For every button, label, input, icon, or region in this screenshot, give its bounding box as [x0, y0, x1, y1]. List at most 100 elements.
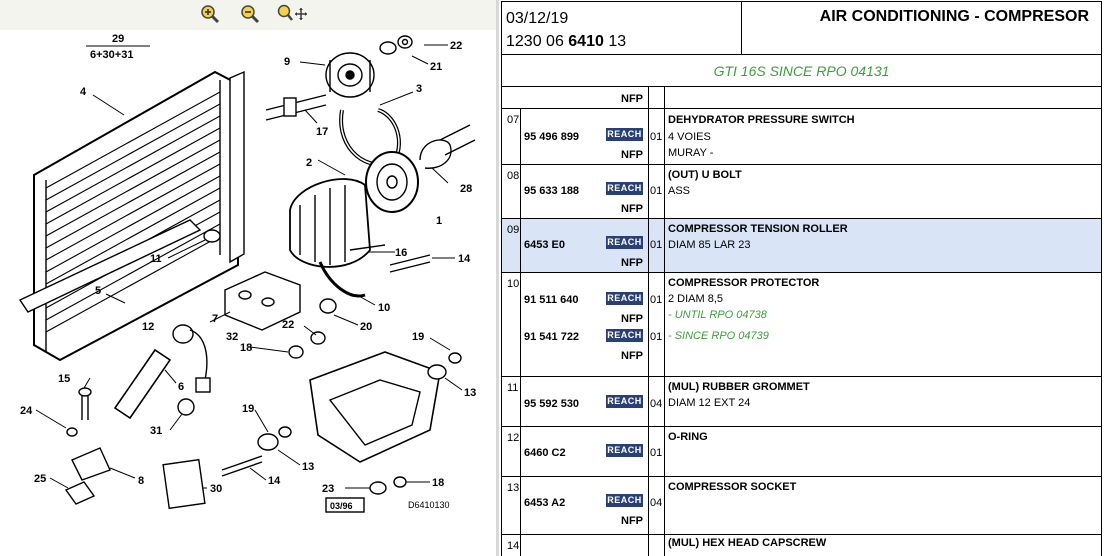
quantity: 01 — [650, 131, 663, 143]
table-row[interactable]: 10 91 511 640 REACH 01 NFP 91 541 722 RE… — [501, 273, 1102, 377]
quantity: 01 — [650, 447, 663, 459]
parts-list-panel: 03/12/19 1230 06 6410 13 AIR CONDITIONIN… — [499, 0, 1104, 556]
part-description: (MUL) RUBBER GROMMET — [668, 381, 810, 393]
diagram-label: 22 — [282, 319, 294, 331]
part-description: (MUL) HEX HEAD CAPSCREW — [668, 537, 827, 549]
nfp-flag: NFP — [621, 93, 643, 105]
page-title: AIR CONDITIONING - COMPRESOR — [819, 8, 1089, 25]
nfp-flag: NFP — [621, 515, 643, 527]
part-description: DEHYDRATOR PRESSURE SWITCH — [668, 114, 855, 126]
part-note-until: - UNTIL RPO 04738 — [668, 309, 767, 321]
diagram-label: 13 — [302, 461, 314, 473]
part-description: COMPRESSOR SOCKET — [668, 481, 797, 493]
diagram-stamp: 03/96 — [330, 501, 353, 511]
table-row[interactable]: 12 6460 C2 REACH 01 O-RING — [501, 427, 1102, 477]
row-index: 10 — [507, 278, 520, 290]
diagram-label: 9 — [284, 56, 290, 68]
diagram-label: 7 — [212, 313, 218, 325]
part-reference[interactable]: 95 633 188 — [524, 185, 580, 197]
table-row[interactable]: 14 (MUL) HEX HEAD CAPSCREW — [501, 535, 1102, 556]
row-index: 07 — [507, 114, 520, 126]
quantity: 01 — [650, 331, 663, 343]
reach-badge[interactable]: REACH — [606, 494, 643, 507]
header-date: 03/12/19 — [506, 10, 569, 27]
panel-divider[interactable] — [496, 0, 499, 556]
part-reference[interactable]: 6453 E0 — [524, 239, 565, 251]
zoom-in-button[interactable] — [199, 3, 221, 25]
reach-badge[interactable]: REACH — [606, 182, 643, 195]
part-detail: MURAY - — [668, 147, 714, 159]
quantity: 04 — [650, 398, 663, 410]
parts-header: 03/12/19 1230 06 6410 13 AIR CONDITIONIN… — [501, 1, 1102, 55]
diagram-label: 4 — [80, 86, 87, 98]
quantity: 04 — [650, 497, 663, 509]
row-index: 12 — [507, 432, 520, 444]
nfp-flag: NFP — [621, 203, 643, 215]
part-reference[interactable]: 91 541 722 — [524, 331, 580, 343]
nfp-flag: NFP — [621, 313, 643, 325]
zoom-out-button[interactable] — [239, 3, 261, 25]
header-code-bold: 6410 — [568, 33, 604, 50]
header-info: 03/12/19 1230 06 6410 13 — [502, 2, 742, 54]
diagram-label: 21 — [430, 61, 442, 73]
part-reference[interactable]: 95 496 899 — [524, 131, 580, 143]
diagram-label: 15 — [58, 373, 70, 385]
zoom-in-icon — [201, 5, 220, 24]
exploded-parts-diagram: 29 6+30+31 4 9 22 21 3 17 2 28 1 11 16 1… — [18, 33, 476, 513]
diagram-label: 31 — [150, 425, 162, 437]
diagram-label: 14 — [458, 253, 471, 265]
diagram-label: 14 — [268, 475, 281, 487]
diagram-id: D6410130 — [408, 500, 450, 510]
diagram-label: 23 — [322, 483, 334, 495]
reach-badge[interactable]: REACH — [606, 128, 643, 141]
part-detail: ASS — [668, 185, 691, 197]
table-row-top-nfp: NFP — [501, 87, 1102, 109]
part-detail: 4 VOIES — [668, 131, 711, 143]
part-description: COMPRESSOR PROTECTOR — [668, 277, 820, 289]
row-index: 13 — [507, 482, 520, 494]
diagram-label: 28 — [460, 183, 472, 195]
part-reference[interactable]: 6453 A2 — [524, 497, 566, 509]
diagram-ref-top: 29 — [112, 33, 124, 45]
diagram-label: 1 — [436, 215, 442, 227]
diagram-label: 24 — [20, 405, 33, 417]
row-index: 14 — [507, 540, 520, 552]
table-row[interactable]: 07 95 496 899 REACH 01 NFP DEHYDRATOR PR… — [501, 109, 1102, 165]
header-code-suffix: 13 — [603, 33, 627, 50]
nfp-flag: NFP — [621, 257, 643, 269]
part-detail: 2 DIAM 8,5 — [668, 293, 724, 305]
table-row-selected[interactable]: 09 6453 E0 REACH 01 NFP COMPRESSOR TENSI… — [501, 219, 1102, 273]
quantity: 01 — [650, 185, 663, 197]
part-reference[interactable]: 6460 C2 — [524, 447, 566, 459]
diagram-label: 10 — [378, 302, 390, 314]
part-note-since: - SINCE RPO 04739 — [668, 330, 769, 342]
diagram-label: 12 — [142, 321, 154, 333]
reach-badge[interactable]: REACH — [606, 395, 643, 408]
reach-badge[interactable]: REACH — [606, 292, 643, 305]
reach-badge[interactable]: REACH — [606, 236, 643, 249]
zoom-pan-icon — [277, 4, 307, 21]
table-row[interactable]: 13 6453 A2 REACH 04 NFP COMPRESSOR SOCKE… — [501, 477, 1102, 535]
part-description: (OUT) U BOLT — [668, 169, 742, 181]
part-detail: DIAM 85 LAR 23 — [668, 239, 751, 251]
diagram-label: 2 — [306, 157, 312, 169]
part-reference[interactable]: 91 511 640 — [524, 294, 579, 306]
diagram-label: 5 — [95, 285, 101, 297]
zoom-toolbar — [0, 0, 496, 30]
table-row[interactable]: 11 95 592 530 REACH 04 (MUL) RUBBER GROM… — [501, 377, 1102, 427]
part-reference[interactable]: 95 592 530 — [524, 398, 580, 410]
header-code-prefix: 1230 06 — [506, 33, 569, 50]
diagram-label: 13 — [464, 387, 476, 399]
table-row[interactable]: 08 95 633 188 REACH 01 NFP (OUT) U BOLT … — [501, 165, 1102, 219]
zoom-pan-button[interactable] — [276, 3, 308, 25]
quantity: 01 — [650, 294, 663, 306]
diagram-label: 30 — [210, 483, 222, 495]
diagram-label: 3 — [416, 83, 422, 95]
reach-badge[interactable]: REACH — [606, 329, 643, 342]
diagram-ref-bottom: 6+30+31 — [90, 49, 133, 61]
diagram-label: 8 — [138, 475, 144, 487]
row-index: 08 — [507, 170, 520, 182]
row-index: 11 — [507, 382, 519, 394]
diagram-label: 17 — [316, 126, 328, 138]
reach-badge[interactable]: REACH — [606, 444, 643, 457]
